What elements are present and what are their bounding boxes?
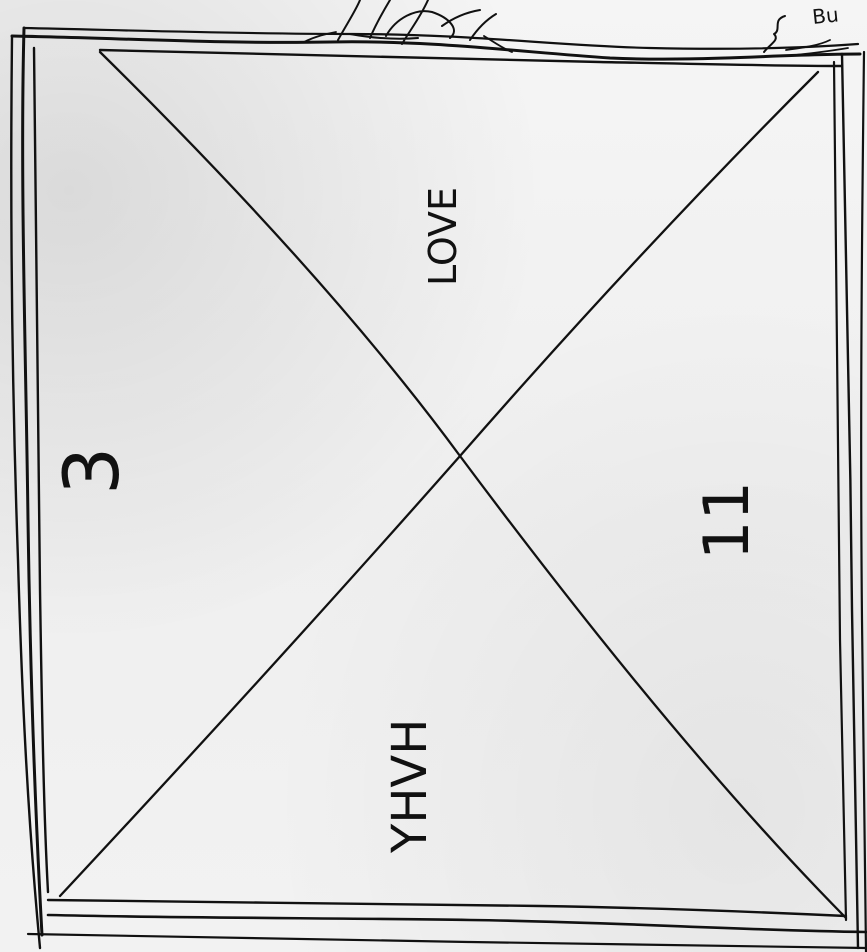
sketch-label-top: LOVE bbox=[421, 187, 465, 286]
corner-brace bbox=[764, 16, 785, 52]
outer-frame-line bbox=[12, 36, 860, 59]
outer-frame-line bbox=[861, 52, 866, 952]
outer-frame-line bbox=[48, 915, 866, 932]
outer-frame-line bbox=[28, 934, 866, 948]
top-scribble bbox=[338, 0, 496, 44]
inner-square-left-edge bbox=[34, 48, 48, 892]
sketch-label-bottom: YHVH bbox=[382, 719, 438, 854]
sketch-label-left: 3 bbox=[47, 447, 136, 495]
corner-note: Bu bbox=[811, 2, 840, 29]
inner-square-bottom-edge bbox=[48, 900, 846, 916]
sketch-label-right: 11 bbox=[690, 481, 763, 560]
